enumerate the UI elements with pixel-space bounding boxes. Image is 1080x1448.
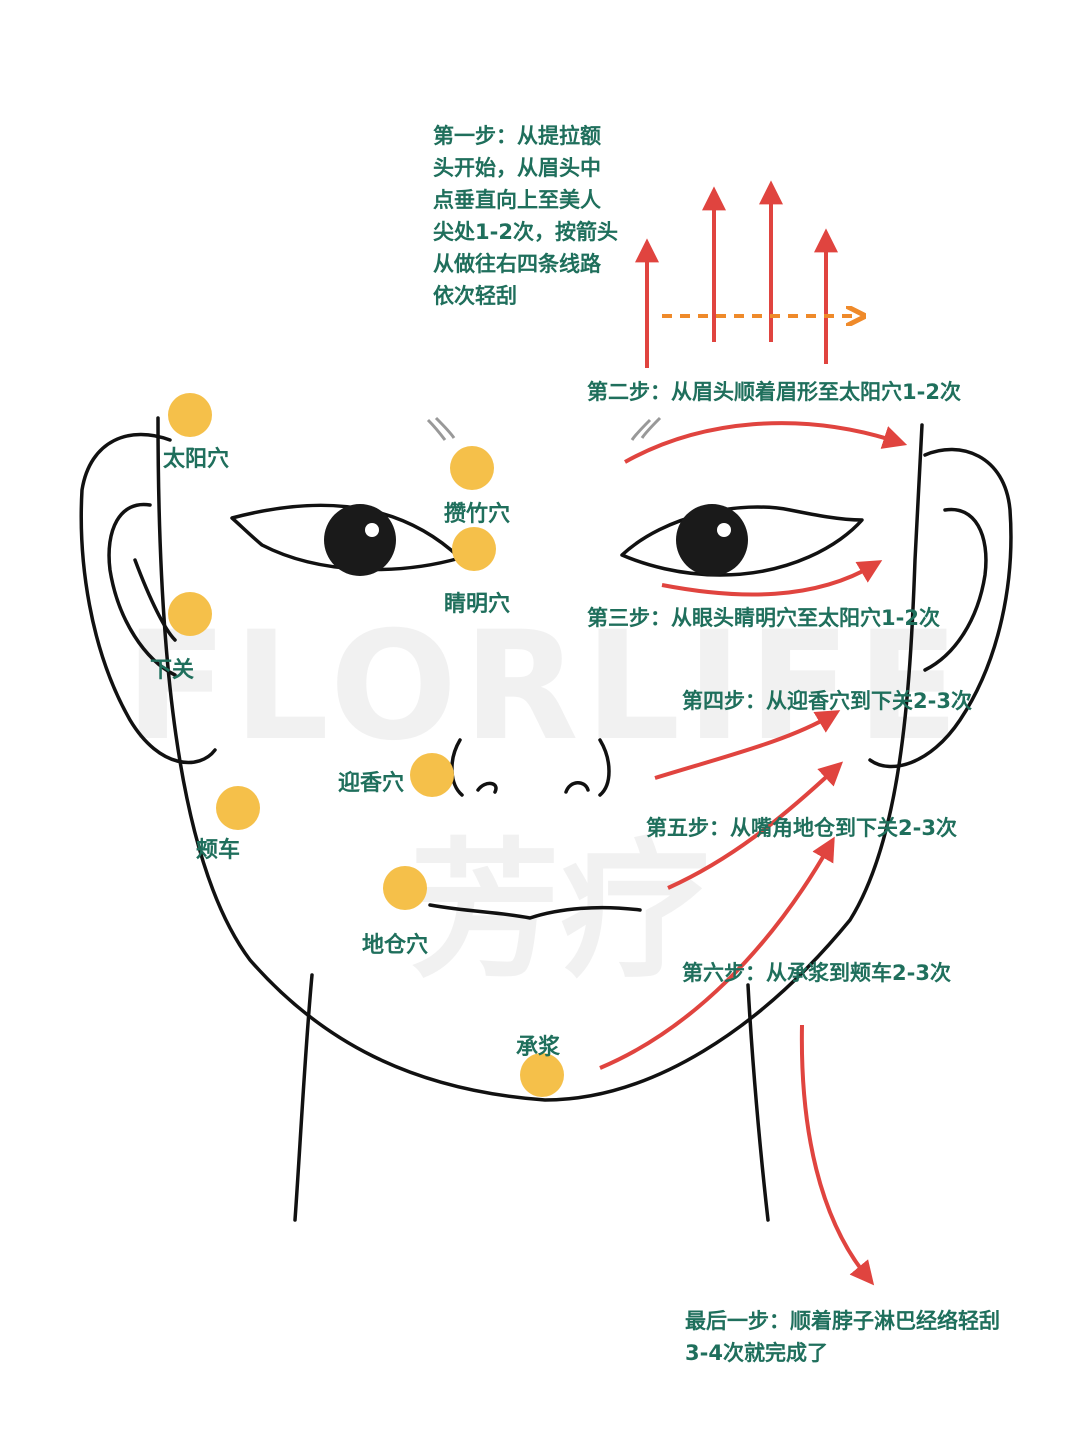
acupoint-label-xiaguan: 下关 [150, 658, 195, 683]
acupoint-dot-zanzhu [450, 446, 494, 490]
acupoint-dot-dicang [383, 866, 427, 910]
step3-instruction: 第三步：从眼头睛明穴至太阳穴1-2次 [587, 606, 940, 630]
acupoint-label-taiyang: 太阳穴 [163, 447, 230, 472]
final-arrow [799, 1024, 875, 1286]
step2-arrow [624, 421, 908, 464]
left-iris [324, 504, 396, 576]
left-eyebrow-hint [426, 418, 447, 441]
final-step-instruction: 最后一步：顺着脖子淋巴经络轻刮3-4次就完成了 [685, 1309, 1000, 1365]
step5-instruction: 第五步：从嘴角地仓到下关2-3次 [646, 816, 957, 840]
step3-arrow [661, 560, 883, 597]
acupoint-label-dicang: 地仓穴 [362, 933, 429, 958]
acupoint-dot-yingxiang [410, 753, 454, 797]
acupoint-dot-xiaguan [168, 592, 212, 636]
neck-right [746, 983, 770, 1222]
right-eyebrow-hint [630, 418, 652, 441]
step6-arrow [599, 836, 835, 1070]
neck-left [293, 973, 314, 1222]
acupoint-dot-taiyang [168, 393, 212, 437]
acupoint-dot-chengjiang [520, 1053, 564, 1097]
face-outline [156, 416, 924, 1102]
watermark-latin: FLORLIFE [125, 600, 966, 774]
mouth [428, 903, 642, 920]
step2-instruction: 第二步：从眉头顺着眉形至太阳穴1-2次 [587, 380, 961, 404]
step4-instruction: 第四步：从迎香穴到下关2-3次 [682, 689, 972, 713]
step1-instruction: 第一步：从提拉额头开始，从眉头中点垂直向上至美人尖处1-2次，按箭头从做往右四条… [433, 124, 618, 308]
acupoint-dot-jingming [452, 527, 496, 571]
acupoint-label-zanzhu: 攒竹穴 [444, 502, 511, 527]
step4-arrow [654, 710, 841, 780]
nose [450, 738, 464, 797]
acupoint-label-jiache: 颊车 [196, 838, 241, 863]
step6-instruction: 第六步：从承浆到颊车2-3次 [682, 961, 951, 985]
acupoint-label-yingxiang: 迎香穴 [338, 771, 405, 796]
left-eye [230, 503, 462, 572]
right-iris [676, 504, 748, 576]
acupoint-label-jingming: 睛明穴 [444, 592, 511, 617]
acupoint-label-chengjiang: 承浆 [516, 1035, 561, 1060]
left-ear [79, 432, 217, 765]
step5-arrow [667, 761, 844, 890]
acupoint-dot-jiache [216, 786, 260, 830]
right-ear [868, 447, 1013, 769]
